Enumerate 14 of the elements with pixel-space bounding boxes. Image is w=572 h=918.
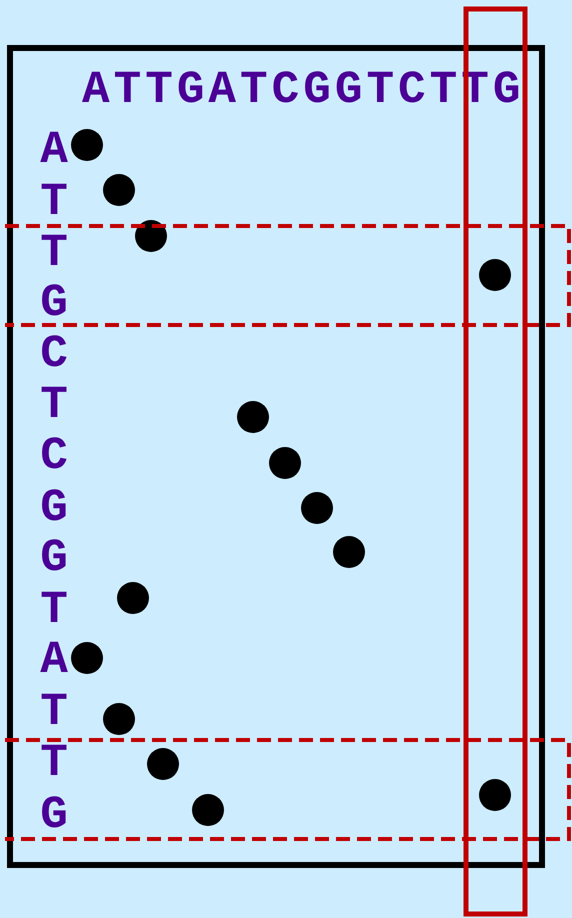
sequence-letter: T [39, 382, 69, 428]
sequence-letter: A [39, 637, 69, 683]
sequence-letter: T [39, 587, 69, 633]
sequence-letter: C [39, 433, 69, 479]
sequence-letter: A [39, 127, 69, 173]
sequence-letter: G [39, 280, 69, 326]
sequence-letter: T [39, 689, 69, 735]
sequence-letter: G [39, 535, 69, 581]
sequence-letter: G [39, 792, 69, 838]
sequence-letter: T [39, 179, 69, 225]
sequence-letter: C [39, 331, 69, 377]
sequence-letter: T [39, 740, 69, 786]
sequence-letter: T [39, 230, 69, 276]
sequence-letter: G [39, 485, 69, 531]
